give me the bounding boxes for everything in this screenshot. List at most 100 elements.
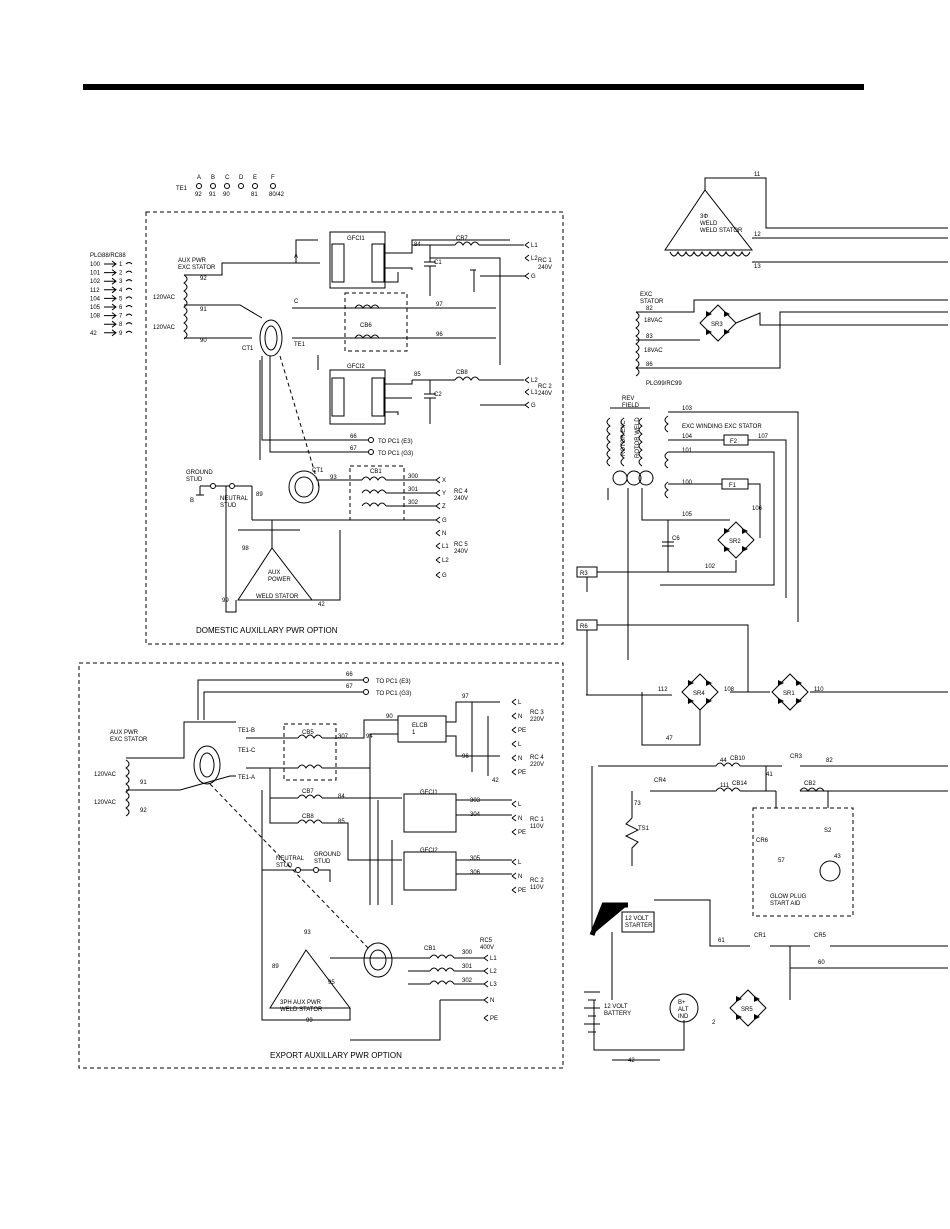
battery-cells (584, 991, 600, 1033)
pin-hook-icon (125, 296, 133, 299)
fuse-f2 (723, 434, 749, 446)
domestic-wire-number: 97 (436, 302, 443, 308)
right-wire-number: 60 (818, 960, 825, 966)
domestic-wire-number: 302 (408, 500, 419, 506)
domestic-exc-coil (183, 274, 188, 340)
export-wire-number: 93 (304, 930, 311, 936)
right-wire-number: 103 (682, 406, 693, 412)
header-rule (83, 84, 864, 90)
cap-c6-label: C6 (672, 536, 680, 542)
export-panel-border (78, 662, 564, 1069)
domestic-stud-wires (196, 485, 252, 496)
diode-icon (724, 329, 730, 335)
export-wire-number: 300 (462, 950, 473, 956)
te1-number-A: 92 (195, 192, 202, 198)
te1-terminal-C (224, 183, 230, 189)
arrow-right-icon (104, 295, 117, 302)
export-cb7: CB7 (302, 789, 314, 795)
domestic-wire-number: 93 (330, 475, 337, 481)
domestic-ct1-lower-inner (294, 476, 314, 498)
domestic-wire-number: B (190, 498, 194, 504)
rotor-exc-label: ROTOR EXC (621, 420, 627, 456)
terminal-icon (511, 800, 517, 808)
export-terminal-label: N (518, 874, 522, 880)
terminal-icon (483, 967, 489, 975)
diode-icon (778, 698, 784, 704)
terminal-icon (511, 814, 517, 822)
export-terminal-label: L (518, 860, 522, 866)
te1-letter-D: D (239, 175, 244, 181)
export-wire-number: 85 (338, 819, 345, 825)
r3-label: R3 (580, 571, 588, 577)
export-wire-number: 303 (470, 798, 481, 804)
plug-88-pin: 2 (119, 271, 123, 277)
right-wire-number: 107 (758, 434, 769, 440)
te1-letter-A: A (197, 175, 201, 181)
domestic-v2: 120VAC (153, 325, 176, 331)
right-wire-number: 100 (682, 480, 693, 486)
domestic-wire-number: 90 (200, 338, 207, 344)
domestic-c1-label: C1 (434, 260, 442, 266)
pin-hook-icon (125, 279, 133, 282)
domestic-terminal-label: L1 (531, 390, 538, 396)
diode-icon (742, 546, 748, 552)
domestic-wire-number: 89 (256, 492, 263, 498)
terminal-icon (524, 254, 530, 262)
export-terminal-label: N (518, 756, 522, 762)
domestic-wire-number: C (294, 299, 299, 305)
exc-stator-coil (635, 311, 640, 377)
export-wire-number: 42 (492, 778, 499, 784)
export-pc1-e3: TO PC1 (E3) (376, 679, 411, 685)
export-wire-number: 99 (306, 1018, 313, 1024)
exc-winding-label: EXC WINDING EXC STATOR (682, 424, 762, 430)
export-rc34-wires (446, 701, 500, 776)
export-te1b: TE1-B (238, 728, 255, 734)
terminal-icon (483, 996, 489, 1004)
plug-88-pin: 8 (119, 322, 123, 328)
breaker-coils (715, 762, 825, 792)
export-terminal-label: L (518, 742, 522, 748)
switch-s2: S2 (824, 828, 832, 834)
arrow-right-icon (104, 277, 117, 285)
bridge-label: SR1 (783, 691, 795, 697)
terminal-icon (511, 886, 517, 894)
diode-icon (706, 698, 712, 704)
domestic-wire-number: 300 (408, 474, 419, 480)
terminal-icon (435, 571, 441, 579)
domestic-pc1-lines (259, 356, 370, 460)
terminal-icon (511, 740, 517, 748)
export-terminal-label: L3 (490, 982, 497, 988)
terminal-icon (511, 712, 517, 720)
domestic-weld-stator (237, 547, 314, 601)
ts1-label: TS1 (638, 826, 650, 832)
domestic-ct-link (279, 355, 321, 491)
domestic-wire-number: TE1 (294, 342, 306, 348)
export-wire-number: 67 (346, 684, 353, 690)
right-wire-number: 61 (718, 938, 725, 944)
export-wire-number: 304 (470, 812, 481, 818)
right-wire-number: 106 (752, 506, 763, 512)
domestic-c1 (424, 245, 436, 296)
diode-icon (754, 1014, 760, 1020)
right-wire-number: 43 (834, 854, 841, 860)
right-wire-number: 105 (682, 512, 693, 518)
export-ct1-inner (199, 752, 215, 778)
weld-wire-number: 13 (754, 264, 761, 270)
export-terminal-label: L (518, 700, 522, 706)
right-wire-number: 82 (826, 758, 833, 764)
pin-hook-icon (125, 330, 133, 334)
export-terminal-label: N (490, 998, 494, 1004)
plug-88-pin: 7 (119, 314, 123, 320)
export-pc1-lines (197, 679, 364, 720)
export-ct-link (209, 783, 371, 951)
domestic-pc1-e3: TO PC1 (E3) (378, 439, 413, 445)
glow-plug-element (819, 860, 841, 882)
